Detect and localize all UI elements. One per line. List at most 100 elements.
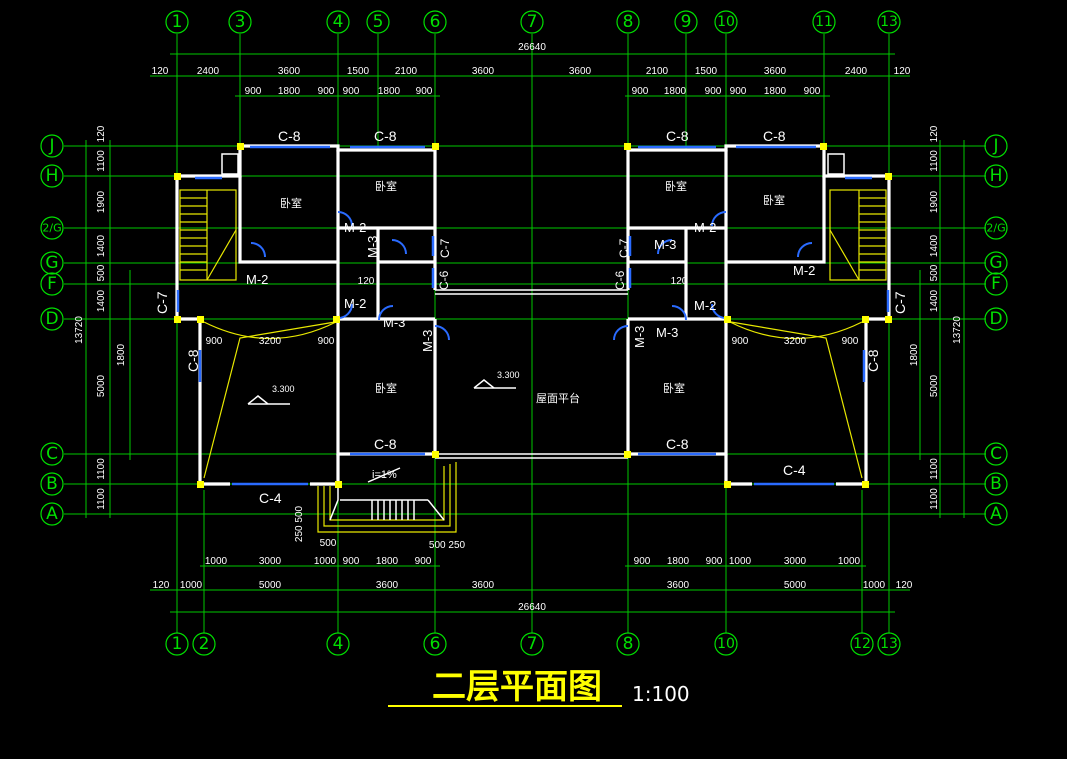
axis-bubble-right-D: D bbox=[984, 307, 1008, 331]
dim-right-0: 120 bbox=[929, 125, 940, 142]
axis-bubble-top-3: 3 bbox=[228, 10, 252, 34]
dim-top-r2-l2: 900 bbox=[318, 86, 335, 97]
svg-text:G: G bbox=[45, 253, 58, 273]
dim-right-7: 5000 bbox=[929, 374, 940, 397]
right-dimensions: 13720 120 1100 1900 1400 500 1400 1800 5… bbox=[909, 125, 963, 510]
dim-bot-r2-8: 120 bbox=[896, 580, 913, 591]
dim-bot-r1-l1: 3000 bbox=[259, 556, 282, 567]
dim-right-8: 1100 bbox=[929, 458, 940, 480]
room-bedroom-5: 卧室 bbox=[763, 193, 785, 207]
label-m2-3: M-2 bbox=[344, 296, 366, 311]
dim-right-total: 13720 bbox=[952, 316, 963, 344]
dim-small-500: 500 bbox=[320, 538, 337, 549]
dim-top-r1-9: 3600 bbox=[764, 66, 787, 77]
axis-bubble-left-J: J bbox=[40, 134, 64, 158]
dim-bot-total: 26640 bbox=[518, 602, 546, 613]
svg-text:7: 7 bbox=[527, 634, 538, 654]
label-c7-mid-right: C-7 bbox=[617, 238, 631, 258]
top-axis-bubbles: 1 3 4 5 6 7 8 9 10 11 13 bbox=[165, 10, 901, 34]
dim-top-r1-5: 3600 bbox=[472, 66, 495, 77]
dim-small-900-2: 900 bbox=[318, 336, 335, 347]
axis-bubble-bottom-13: 13 bbox=[877, 632, 901, 656]
label-m3-5: M-3 bbox=[632, 326, 647, 348]
bottom-axis-bubbles: 1 2 4 6 7 8 10 12 13 bbox=[165, 632, 901, 656]
svg-text:7: 7 bbox=[527, 12, 538, 32]
drawing-title: 二层平面图 bbox=[432, 667, 602, 707]
label-c8-vert-right: C-8 bbox=[865, 349, 881, 372]
dim-small-250-500: 250 500 bbox=[294, 505, 305, 542]
dim-small-900-1: 900 bbox=[206, 336, 223, 347]
svg-text:8: 8 bbox=[623, 634, 634, 654]
dim-bot-r1-l4: 1800 bbox=[376, 556, 399, 567]
svg-text:11: 11 bbox=[815, 14, 833, 30]
svg-text:H: H bbox=[46, 166, 59, 186]
dim-left-5: 1400 bbox=[96, 289, 107, 312]
dim-top-r2-l0: 900 bbox=[245, 86, 262, 97]
axis-bubble-right-A: A bbox=[984, 502, 1008, 526]
dim-bot-r1-r0: 900 bbox=[634, 556, 651, 567]
dim-small-120-2: 120 bbox=[671, 276, 688, 287]
entrance-stair bbox=[317, 462, 457, 533]
dim-top-r2-r4: 1800 bbox=[764, 86, 787, 97]
label-c7-mid-left: C-7 bbox=[438, 238, 452, 258]
dim-top-r1-7: 2100 bbox=[646, 66, 669, 77]
dim-bot-r1-r4: 3000 bbox=[784, 556, 807, 567]
dim-right-2: 1900 bbox=[929, 190, 940, 213]
dim-top-r2-r1: 1800 bbox=[664, 86, 687, 97]
dim-bot-r1-l3: 900 bbox=[343, 556, 360, 567]
svg-text:B: B bbox=[46, 474, 58, 494]
label-m3-2: M-3 bbox=[365, 236, 380, 258]
axis-bubble-top-10: 10 bbox=[714, 10, 738, 34]
dim-right-9: 1100 bbox=[929, 488, 940, 510]
dim-top-r1-6: 3600 bbox=[569, 66, 592, 77]
dim-small-3200-2: 3200 bbox=[784, 336, 807, 347]
dim-bot-r1-l2: 1000 bbox=[314, 556, 337, 567]
dimension-lines bbox=[85, 53, 965, 613]
left-axis-bubbles: J H 2/G G F D C B A bbox=[40, 134, 64, 526]
right-axis-bubbles: J H 2/G G F D C B A bbox=[984, 134, 1008, 526]
svg-text:3: 3 bbox=[235, 12, 246, 32]
axis-bubble-top-4: 4 bbox=[326, 10, 350, 34]
dim-left-9: 1100 bbox=[96, 488, 107, 510]
small-dims: 900 3200 900 900 3200 900 120 120 500 25… bbox=[206, 276, 859, 551]
dim-bot-r1-l5: 900 bbox=[415, 556, 432, 567]
drawing-scale: 1:100 bbox=[632, 682, 690, 706]
svg-text:2/G: 2/G bbox=[42, 222, 61, 235]
window-labels: C-8 C-8 C-8 C-8 C-8 C-8 C-4 C-4 C-8 C-8 … bbox=[154, 128, 908, 506]
dim-small-900-3: 900 bbox=[732, 336, 749, 347]
room-labels: 卧室 卧室 卧室 卧室 卧室 卧室 屋面平台 bbox=[280, 179, 785, 405]
dim-bot-r1-r2: 900 bbox=[706, 556, 723, 567]
dim-top-r1-10: 2400 bbox=[845, 66, 868, 77]
label-c8-vert-left: C-8 bbox=[185, 349, 201, 372]
dim-left-6: 1800 bbox=[116, 343, 127, 366]
dim-small-500-250: 500 250 bbox=[429, 540, 466, 551]
axis-bubble-bottom-1: 1 bbox=[165, 632, 189, 656]
dim-top-r1-2: 3600 bbox=[278, 66, 301, 77]
dim-left-3: 1400 bbox=[96, 234, 107, 257]
right-unit-walls bbox=[626, 144, 891, 486]
dim-bot-r1-r1: 1800 bbox=[667, 556, 690, 567]
dim-bot-r2-7: 1000 bbox=[863, 580, 886, 591]
axis-bubble-bottom-6: 6 bbox=[423, 632, 447, 656]
label-m3-6: M-3 bbox=[654, 237, 676, 252]
right-stair bbox=[829, 189, 887, 281]
axis-bubble-right-B: B bbox=[984, 472, 1008, 496]
room-bedroom-2: 卧室 bbox=[375, 179, 397, 193]
dim-top-r2-r5: 900 bbox=[804, 86, 821, 97]
axis-bubble-top-5: 5 bbox=[366, 10, 390, 34]
axis-bubble-right-C: C bbox=[984, 442, 1008, 466]
label-c8-1: C-8 bbox=[278, 128, 301, 144]
dim-bot-r2-1: 1000 bbox=[180, 580, 203, 591]
axis-bubble-right-H: H bbox=[984, 164, 1008, 188]
label-c8-4: C-8 bbox=[763, 128, 786, 144]
axis-bubble-left-F: F bbox=[40, 272, 64, 296]
dim-left-2: 1900 bbox=[96, 190, 107, 213]
svg-text:1: 1 bbox=[172, 12, 183, 32]
top-dimensions: 26640 120 2400 3600 1500 2100 3600 3600 … bbox=[152, 42, 911, 97]
label-m2-4: M-2 bbox=[694, 220, 716, 235]
axis-bubble-top-8: 8 bbox=[616, 10, 640, 34]
dim-top-r2-l3: 900 bbox=[343, 86, 360, 97]
dim-top-r1-0: 120 bbox=[152, 66, 169, 77]
svg-text:13: 13 bbox=[880, 636, 898, 652]
svg-text:1: 1 bbox=[172, 634, 183, 654]
